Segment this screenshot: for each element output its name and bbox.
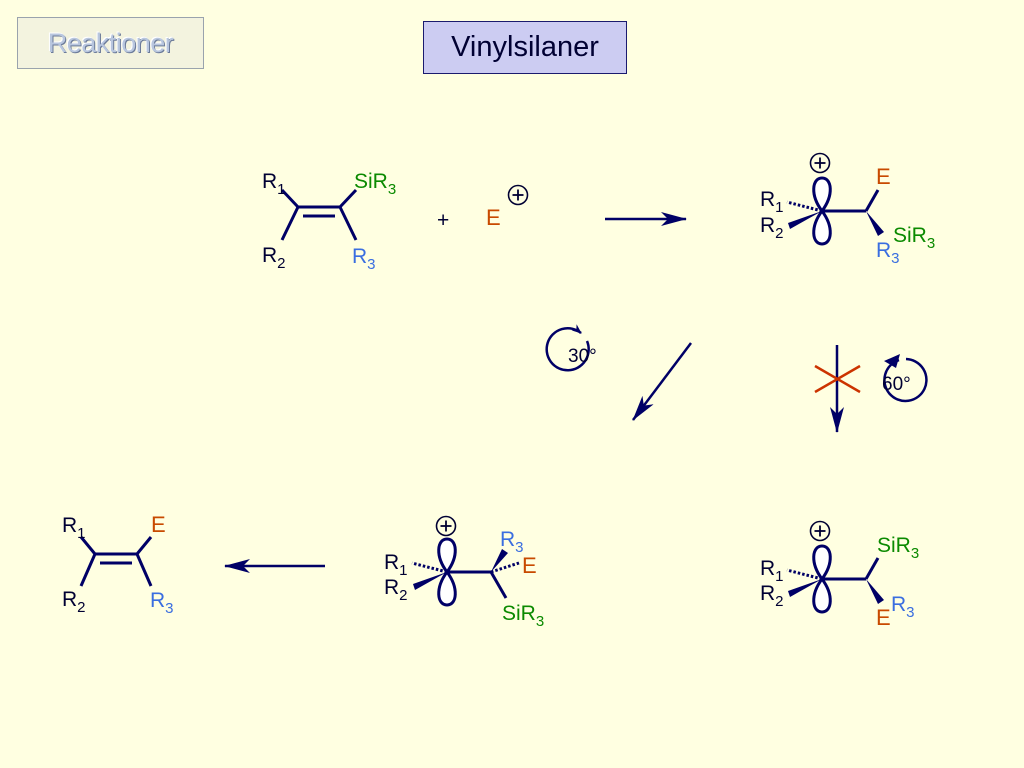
electrophile-label: E: [486, 205, 501, 230]
svg-text:R3: R3: [150, 589, 174, 617]
svg-text:E: E: [876, 605, 891, 630]
svg-text:E: E: [151, 512, 166, 537]
svg-text:R1: R1: [384, 551, 408, 579]
svg-text:SiR3: SiR3: [877, 534, 919, 562]
reaktioner-nav-button[interactable]: Reaktioner: [17, 17, 204, 69]
alkene-product: R1 R2 E R3: [62, 512, 174, 617]
r2-label: R2: [262, 244, 286, 272]
rotation-60-icon: 60°: [882, 354, 928, 403]
svg-text:R1: R1: [760, 188, 784, 216]
svg-text:R3: R3: [500, 528, 524, 556]
svg-text:R1: R1: [760, 557, 784, 585]
svg-text:R3: R3: [876, 239, 900, 267]
reaktioner-label: Reaktioner: [47, 27, 174, 58]
svg-text:SiR3: SiR3: [893, 224, 935, 252]
cation-intermediate-a: R1 R2 E SiR3 R3: [760, 152, 935, 267]
svg-text:R2: R2: [760, 582, 784, 610]
vinylsilane-reactant: R1 R2 SiR3 R3: [262, 170, 396, 273]
page-title: Vinylsilaner: [423, 21, 627, 74]
svg-text:R1: R1: [62, 514, 86, 542]
cation-intermediate-b: R1 R2 R3 E SiR3: [384, 515, 544, 630]
svg-text:R2: R2: [760, 214, 784, 242]
svg-text:60°: 60°: [882, 374, 911, 395]
reaction-arrow-2: [632, 342, 692, 421]
svg-text:30°: 30°: [568, 346, 597, 367]
rotation-30-icon: 30°: [545, 324, 597, 372]
r1-label: R1: [262, 170, 286, 198]
r3-label: R3: [352, 245, 376, 273]
svg-text:R2: R2: [62, 588, 86, 616]
cation-intermediate-c: R1 R2 SiR3 R3 E: [760, 520, 919, 630]
plus-sign: +: [437, 209, 449, 232]
svg-text:E: E: [522, 553, 537, 578]
sir3-label: SiR3: [354, 170, 396, 198]
cross-mark-icon: [814, 364, 861, 394]
electrophile-reagent: E: [486, 184, 529, 230]
svg-text:SiR3: SiR3: [502, 602, 544, 630]
svg-text:R2: R2: [384, 576, 408, 604]
svg-text:R3: R3: [891, 593, 915, 621]
svg-text:E: E: [876, 164, 891, 189]
